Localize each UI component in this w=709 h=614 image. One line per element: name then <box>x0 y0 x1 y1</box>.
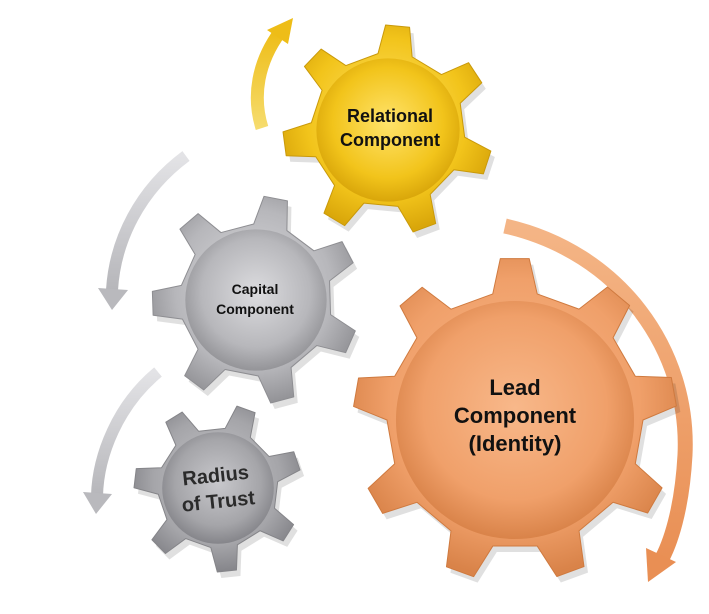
lead-line2: Component <box>453 403 577 428</box>
capital-line1: Capital <box>231 281 279 297</box>
relational-line1: Relational <box>346 106 434 126</box>
arrow-yellow <box>250 18 293 130</box>
relational-component-label: Relational Component <box>300 104 480 152</box>
capital-line2: Component <box>216 301 294 317</box>
relational-line2: Component <box>340 130 440 150</box>
gear-capital <box>151 195 360 409</box>
gear-radius <box>133 405 305 578</box>
gear-lead <box>353 258 681 583</box>
lead-line3: (Identity) <box>468 431 562 456</box>
arrow-orange <box>503 218 693 582</box>
lead-component-label: Lead Component (Identity) <box>420 374 610 458</box>
arrow-gray-lower <box>83 367 162 514</box>
capital-component-label: Capital Component <box>185 279 325 319</box>
arrow-gray-upper <box>98 151 190 310</box>
gear-relational <box>282 24 495 238</box>
lead-line1: Lead <box>489 375 541 400</box>
